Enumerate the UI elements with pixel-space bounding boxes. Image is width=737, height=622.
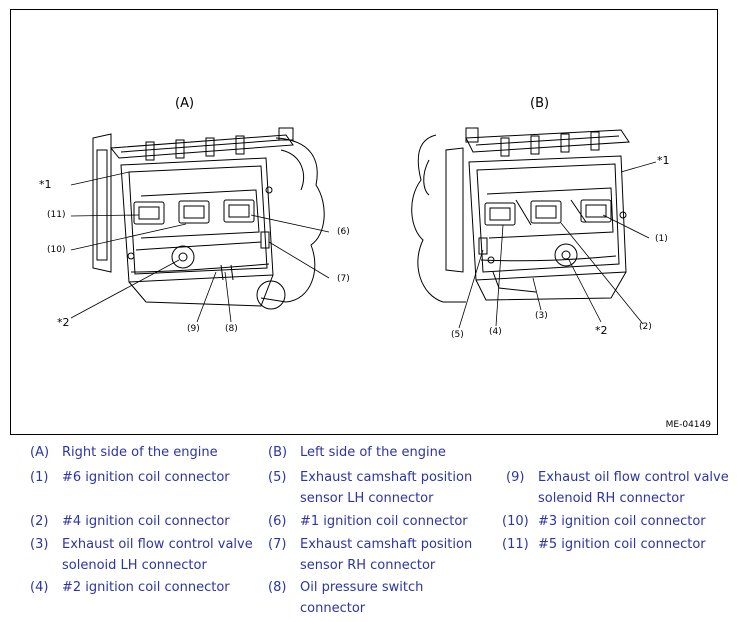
legend-item-11: (11) #5 ignition coil connector <box>502 534 736 555</box>
callout-a-7: (7) <box>337 274 350 284</box>
callout-b-5: (5) <box>451 330 464 340</box>
legend-text: Exhaust oil flow control valve solenoid … <box>538 470 729 506</box>
legend-code: (2) <box>30 514 49 529</box>
callout-a-star1: *1 <box>39 178 52 191</box>
legend-text: Oil pressure switch connector <box>300 580 424 616</box>
callout-b-4: (4) <box>489 327 502 337</box>
engine-line-drawing <box>70 127 657 329</box>
legend-text: #4 ignition coil connector <box>62 514 230 529</box>
legend-item-5: (5) Exhaust camshaft position sensor LH … <box>268 467 498 509</box>
callout-a-star2: *2 <box>57 316 70 329</box>
panel-label-a: (A) <box>175 96 195 111</box>
legend-code: (B) <box>268 445 288 460</box>
legend-code: (8) <box>268 580 287 595</box>
legend-text: #1 ignition coil connector <box>300 514 468 529</box>
legend-text: Exhaust camshaft position sensor RH conn… <box>300 537 473 573</box>
legend-item-b: (B) Left side of the engine <box>268 442 498 463</box>
legend-text: Exhaust oil flow control valve solenoid … <box>62 537 253 573</box>
legend-code: (1) <box>30 470 49 485</box>
legend-text: #5 ignition coil connector <box>538 537 706 552</box>
leader-lines-a <box>70 171 330 323</box>
legend-item-10: (10) #3 ignition coil connector <box>502 511 736 532</box>
legend-text: #3 ignition coil connector <box>538 514 706 529</box>
callout-a-11: (11) <box>47 210 66 220</box>
engine-a-drawing <box>92 127 325 310</box>
callout-a-8: (8) <box>225 324 238 334</box>
legend-text: Exhaust camshaft position sensor LH conn… <box>300 470 473 506</box>
callout-b-star2: *2 <box>595 324 608 337</box>
legend: (A) Right side of the engine (B) Left si… <box>0 442 737 622</box>
legend-text: Right side of the engine <box>62 445 218 460</box>
legend-code: (9) <box>506 470 525 485</box>
callout-b-3: (3) <box>535 311 548 321</box>
legend-code: (5) <box>268 470 287 485</box>
legend-item-2: (2) #4 ignition coil connector <box>30 511 260 532</box>
figure-id: ME-04149 <box>665 420 711 430</box>
callout-b-2: (2) <box>639 322 652 332</box>
legend-text: #6 ignition coil connector <box>62 470 230 485</box>
legend-item-9: (9) Exhaust oil flow control valve solen… <box>506 467 736 509</box>
legend-item-4: (4) #2 ignition coil connector <box>30 577 260 598</box>
callout-a-6: (6) <box>337 227 350 237</box>
engine-diagram-figure: (A) (B) *1 (11) (10) (6) (7) *2 (9) (8) … <box>10 9 718 435</box>
legend-item-8: (8) Oil pressure switch connector <box>268 577 498 619</box>
legend-code: (11) <box>502 537 529 552</box>
leader-lines-b <box>458 161 657 329</box>
legend-item-3: (3) Exhaust oil flow control valve solen… <box>30 534 260 576</box>
callout-b-1: (1) <box>655 234 668 244</box>
panel-label-b: (B) <box>530 96 550 111</box>
engine-b-drawing <box>411 127 630 303</box>
callout-a-10: (10) <box>47 245 66 255</box>
legend-text: #2 ignition coil connector <box>62 580 230 595</box>
legend-item-a: (A) Right side of the engine <box>30 442 260 463</box>
legend-item-7: (7) Exhaust camshaft position sensor RH … <box>268 534 498 576</box>
legend-item-1: (1) #6 ignition coil connector <box>30 467 260 488</box>
legend-code: (10) <box>502 514 529 529</box>
callout-a-9: (9) <box>187 324 200 334</box>
legend-code: (7) <box>268 537 287 552</box>
callout-b-star1: *1 <box>657 154 670 167</box>
legend-code: (3) <box>30 537 49 552</box>
legend-code: (6) <box>268 514 287 529</box>
legend-code: (A) <box>30 445 50 460</box>
legend-text: Left side of the engine <box>300 445 446 460</box>
legend-code: (4) <box>30 580 49 595</box>
legend-item-6: (6) #1 ignition coil connector <box>268 511 498 532</box>
